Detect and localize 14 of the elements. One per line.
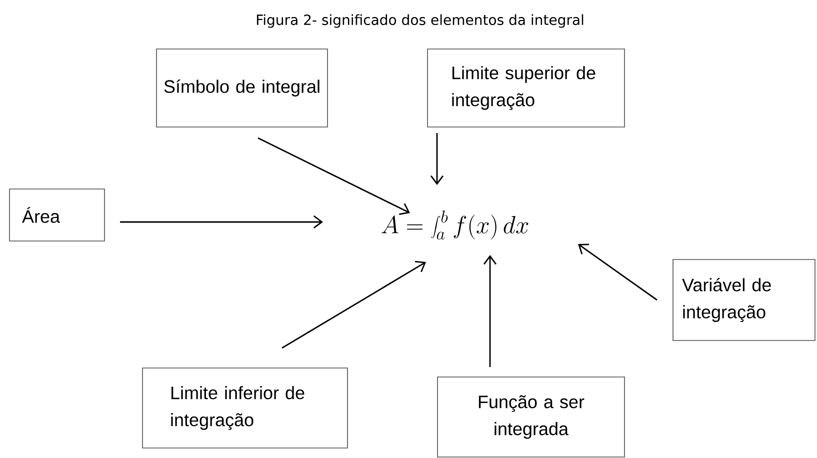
arrow (578, 244, 658, 301)
label-box: Símbolo de integral (156, 48, 328, 128)
arrow (282, 260, 426, 349)
label-box: Limite inferior de integração (142, 368, 348, 448)
label-box: Variável de integração (672, 259, 816, 341)
arrow (430, 133, 444, 185)
figure-title: Figura 2- significado dos elementos da integral (256, 14, 584, 28)
label-box: Limite superior de integração (427, 48, 625, 128)
label-box: Função a ser integrada (437, 376, 625, 458)
arrow (483, 255, 497, 367)
integral-formula: $A = \int_a^b f(x)\, dx$ (382, 210, 528, 240)
arrow (120, 215, 323, 229)
label-box: Área (9, 188, 105, 242)
arrow (258, 137, 410, 215)
